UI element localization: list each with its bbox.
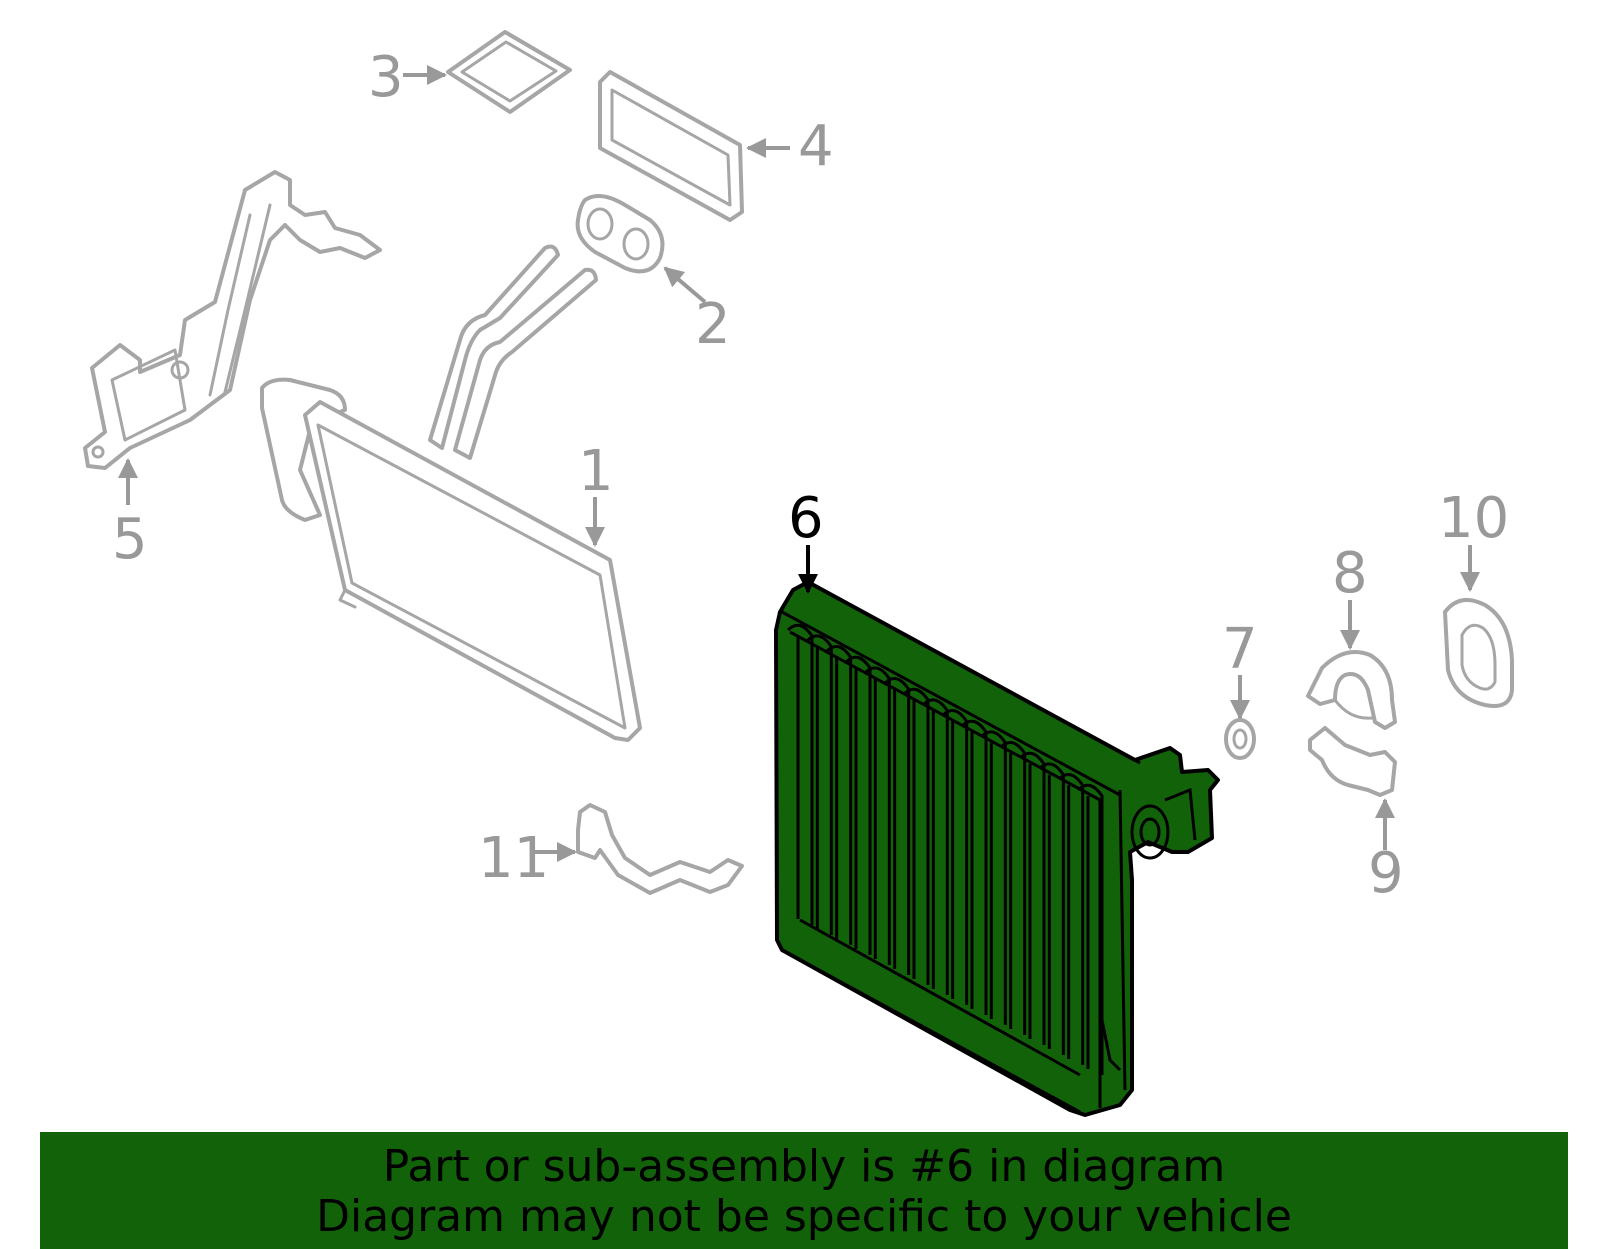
info-banner: Part or sub-assembly is #6 in diagram Di… [40, 1132, 1568, 1249]
callout-4: 4 [798, 114, 834, 179]
part-2-grommet [575, 194, 665, 274]
part-9-clip [1308, 726, 1397, 797]
callout-2: 2 [695, 292, 731, 357]
callout-7: 7 [1222, 617, 1258, 682]
callout-11: 11 [478, 826, 549, 891]
part-10-seal [1443, 597, 1514, 708]
banner-disclaimer: Diagram may not be specific to your vehi… [316, 1191, 1292, 1242]
banner-part-note: Part or sub-assembly is #6 in diagram [382, 1141, 1226, 1192]
part-3-gasket [446, 30, 572, 114]
callout-10: 10 [1438, 486, 1509, 551]
evaporator-fins [786, 623, 1104, 1075]
part-6-evaporator [774, 580, 1220, 1117]
part-5-bracket [83, 170, 382, 470]
part-8-clip [1306, 650, 1397, 730]
part-7-o-ring [1224, 718, 1256, 760]
part-11-sensor [576, 803, 744, 895]
callout-6: 6 [788, 486, 824, 551]
callout-5: 5 [112, 507, 148, 572]
callout-8: 8 [1332, 541, 1368, 606]
callout-3: 3 [368, 45, 404, 110]
part-1-heater-core [260, 244, 642, 742]
leader-lines [118, 65, 1480, 862]
part-4-seal [598, 70, 744, 222]
callout-9: 9 [1368, 841, 1404, 906]
callout-1: 1 [578, 439, 614, 504]
fin-tube [1076, 783, 1104, 1075]
